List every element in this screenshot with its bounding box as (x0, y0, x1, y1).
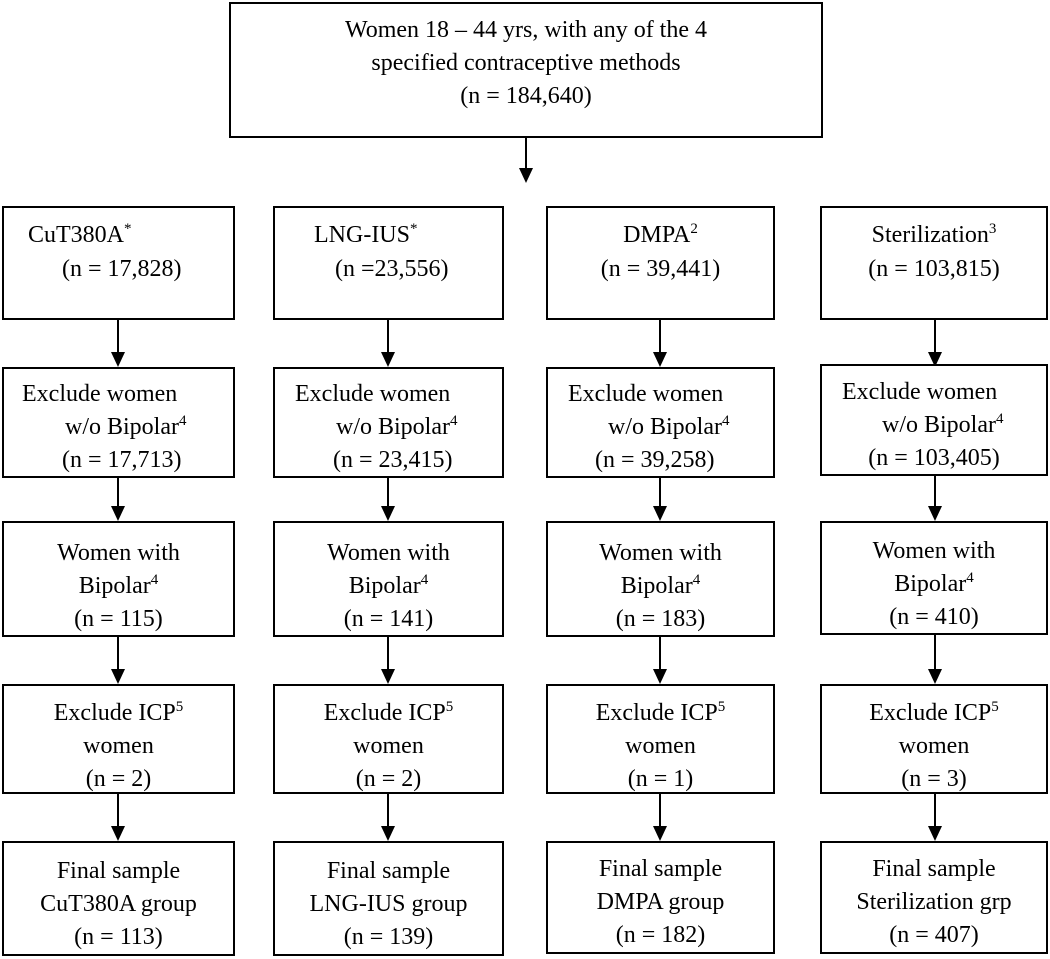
bipolar-count: (n = 183) (615, 606, 706, 632)
final-line-2: DMPA group (596, 889, 725, 915)
exclude-line-1: Exclude women (22, 381, 178, 407)
icp-box-cut380a: Exclude ICP5 women (n = 2) (2, 684, 235, 794)
method-count: (n = 17,828) (62, 256, 182, 282)
icp-line-1: Exclude ICP5 (323, 699, 454, 727)
final-line-2: LNG-IUS group (309, 891, 468, 917)
method-box-lng-ius: LNG-IUS* (n =23,556) (273, 206, 504, 320)
bipolar-line-1: Women with (57, 540, 180, 566)
exclude-count: (n = 103,405) (868, 445, 1000, 471)
population-count: (n = 184,640) (460, 83, 592, 109)
population-box: Women 18 – 44 yrs, with any of the 4 spe… (229, 2, 823, 138)
final-count: (n = 407) (889, 922, 979, 948)
population-line-2: specified contraceptive methods (371, 50, 681, 76)
bipolar-box-lng-ius: Women with Bipolar4 (n = 141) (273, 521, 504, 637)
icp-count: (n = 2) (355, 766, 422, 792)
bipolar-count: (n = 115) (74, 606, 163, 632)
exclude-line-1: Exclude women (842, 379, 998, 405)
method-count: (n = 103,815) (868, 256, 1000, 282)
bipolar-box-sterilization: Women with Bipolar4 (n = 410) (820, 521, 1048, 635)
exclude-line-1: Exclude women (295, 381, 451, 407)
final-line-2: Sterilization grp (856, 889, 1012, 915)
icp-line-1: Exclude ICP5 (595, 699, 726, 727)
bipolar-line-1: Women with (872, 538, 996, 564)
method-box-dmpa: DMPA2 (n = 39,441) (546, 206, 775, 320)
icp-count: (n = 3) (901, 766, 967, 792)
icp-box-dmpa: Exclude ICP5 women (n = 1) (546, 684, 775, 794)
bipolar-line-2: Bipolar4 (894, 570, 974, 598)
final-box-dmpa: Final sample DMPA group (n = 182) (546, 841, 775, 954)
exclude-count: (n = 23,415) (333, 447, 453, 473)
bipolar-line-2: Bipolar4 (620, 572, 701, 600)
icp-line-1: Exclude ICP5 (869, 699, 999, 727)
method-box-sterilization: Sterilization3 (n = 103,815) (820, 206, 1048, 320)
exclude-line-2: w/o Bipolar4 (65, 413, 187, 441)
icp-box-lng-ius: Exclude ICP5 women (n = 2) (273, 684, 504, 794)
method-count: (n =23,556) (335, 256, 449, 282)
population-line-1: Women 18 – 44 yrs, with any of the 4 (344, 17, 707, 43)
icp-count: (n = 2) (85, 766, 152, 792)
final-line-2: CuT380A group (40, 891, 197, 917)
final-count: (n = 139) (343, 924, 434, 950)
bipolar-line-2: Bipolar4 (348, 572, 429, 600)
final-line-1: Final sample (872, 856, 996, 882)
bipolar-box-cut380a: Women with Bipolar4 (n = 115) (2, 521, 235, 637)
method-name: LNG-IUS* (314, 221, 418, 249)
bipolar-line-1: Women with (327, 540, 450, 566)
exclude-line-1: Exclude women (568, 381, 724, 407)
final-count: (n = 182) (615, 922, 706, 948)
exclude-box-sterilization: Exclude women w/o Bipolar4 (n = 103,405) (820, 364, 1048, 476)
exclude-box-lng-ius: Exclude women w/o Bipolar4 (n = 23,415) (273, 367, 504, 478)
bipolar-count: (n = 410) (889, 604, 979, 630)
bipolar-line-1: Women with (599, 540, 722, 566)
method-count: (n = 39,441) (600, 256, 721, 282)
method-name: CuT380A* (28, 221, 132, 249)
icp-line-2: women (625, 733, 696, 759)
exclude-line-2: w/o Bipolar4 (608, 413, 730, 441)
exclude-box-dmpa: Exclude women w/o Bipolar4 (n = 39,258) (546, 367, 775, 478)
final-count: (n = 113) (74, 924, 163, 950)
exclude-count: (n = 17,713) (62, 447, 182, 473)
final-line-1: Final sample (598, 856, 723, 882)
icp-line-2: women (83, 733, 154, 759)
bipolar-box-dmpa: Women with Bipolar4 (n = 183) (546, 521, 775, 637)
final-box-sterilization: Final sample Sterilization grp (n = 407) (820, 841, 1048, 954)
bipolar-count: (n = 141) (343, 606, 434, 632)
method-box-cut380a: CuT380A* (n = 17,828) (2, 206, 235, 320)
icp-box-sterilization: Exclude ICP5 women (n = 3) (820, 684, 1048, 794)
icp-line-2: women (353, 733, 424, 759)
bipolar-line-2: Bipolar4 (78, 572, 159, 600)
exclude-line-2: w/o Bipolar4 (336, 413, 458, 441)
exclude-count: (n = 39,258) (595, 447, 715, 473)
method-name: DMPA2 (623, 221, 698, 249)
icp-line-1: Exclude ICP5 (53, 699, 184, 727)
exclude-box-cut380a: Exclude women w/o Bipolar4 (n = 17,713) (2, 367, 235, 478)
final-box-cut380a: Final sample CuT380A group (n = 113) (2, 841, 235, 956)
icp-line-2: women (898, 733, 970, 759)
exclude-line-2: w/o Bipolar4 (882, 411, 1004, 439)
final-line-1: Final sample (56, 858, 181, 884)
final-box-lng-ius: Final sample LNG-IUS group (n = 139) (273, 841, 504, 956)
method-name: Sterilization3 (871, 221, 997, 249)
final-line-1: Final sample (326, 858, 451, 884)
icp-count: (n = 1) (627, 766, 694, 792)
